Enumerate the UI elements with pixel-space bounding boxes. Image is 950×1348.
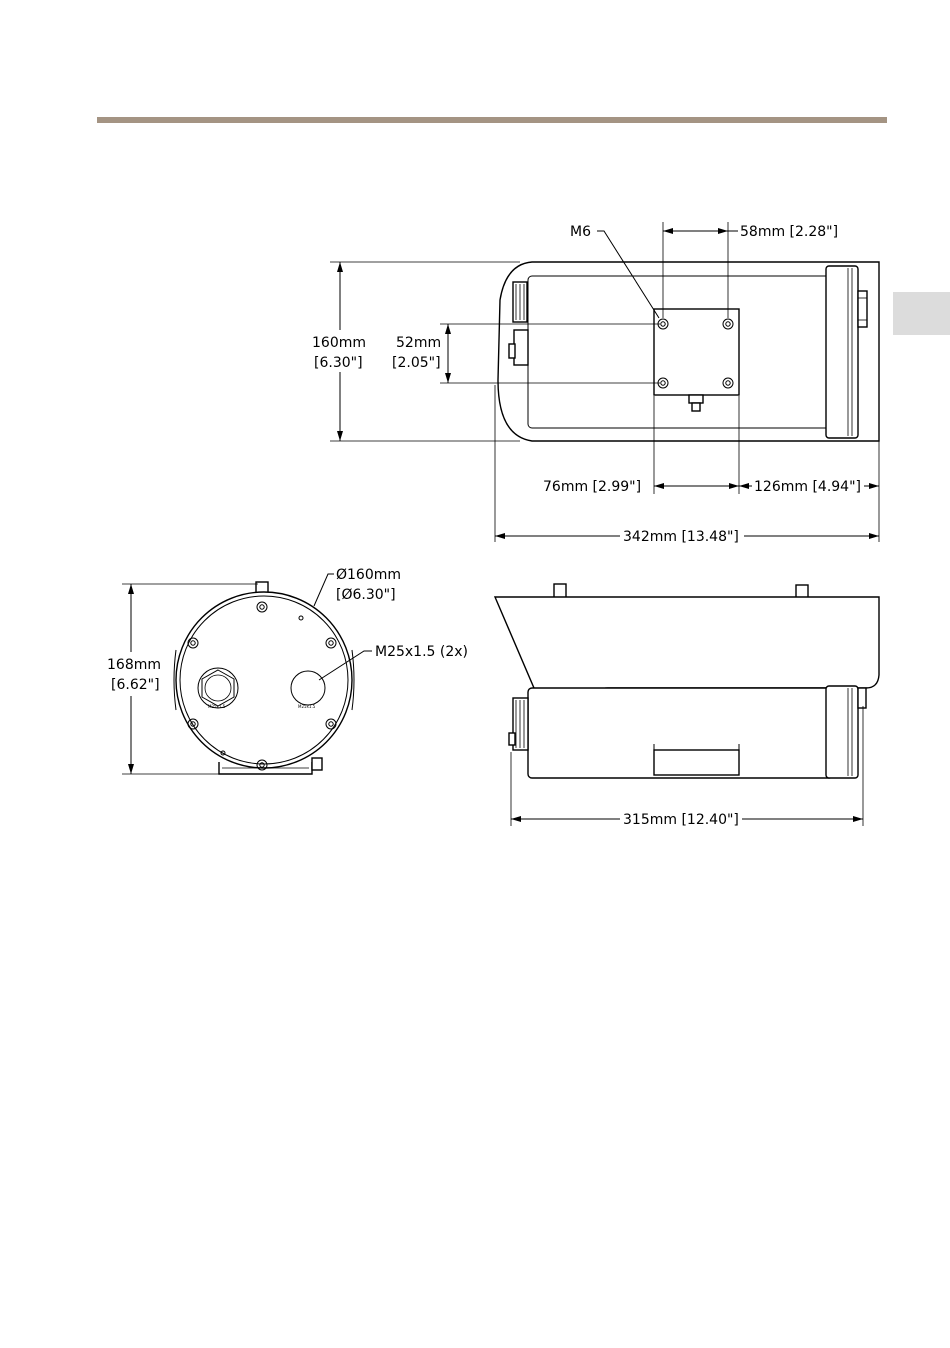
dim-76-label: 76mm [2.99"] xyxy=(543,479,641,495)
diameter-in-label: [Ø6.30"] xyxy=(336,587,396,603)
height-mm-label: 168mm xyxy=(107,657,161,673)
top-view-rear-cap xyxy=(826,266,858,438)
dim-315-label: 315mm [12.40"] xyxy=(623,812,739,828)
front-view: M25x1.5 M25x1.5 Ø160mm [Ø6.30"] M25x1.5 … xyxy=(104,567,468,774)
gland-label: M25x1.5 (2x) xyxy=(375,644,468,660)
screw-label: M6 xyxy=(570,224,591,240)
dim-52-mm-label: 52mm xyxy=(396,335,441,351)
gland-left-text: M25x1.5 xyxy=(208,704,226,709)
gland-right-text: M25x1.5 xyxy=(298,704,316,709)
dim-58-label: 58mm [2.28"] xyxy=(740,224,838,240)
dim-52-in-label: [2.05"] xyxy=(392,355,441,371)
diameter-mm-label: Ø160mm xyxy=(336,567,401,583)
dim-342-label: 342mm [13.48"] xyxy=(623,529,739,545)
side-view: 315mm [12.40"] xyxy=(495,584,879,829)
side-view-bracket xyxy=(654,750,739,775)
top-view: M6 58mm [2.28"] 160mm [6.30"] 52mm [2.05… xyxy=(308,222,879,546)
side-view-sunshield xyxy=(495,597,879,702)
dim-126-label: 126mm [4.94"] xyxy=(754,479,861,495)
dim-160-mm-label: 160mm xyxy=(312,335,366,351)
height-in-label: [6.62"] xyxy=(111,677,160,693)
dim-160-in-label: [6.30"] xyxy=(314,355,363,371)
